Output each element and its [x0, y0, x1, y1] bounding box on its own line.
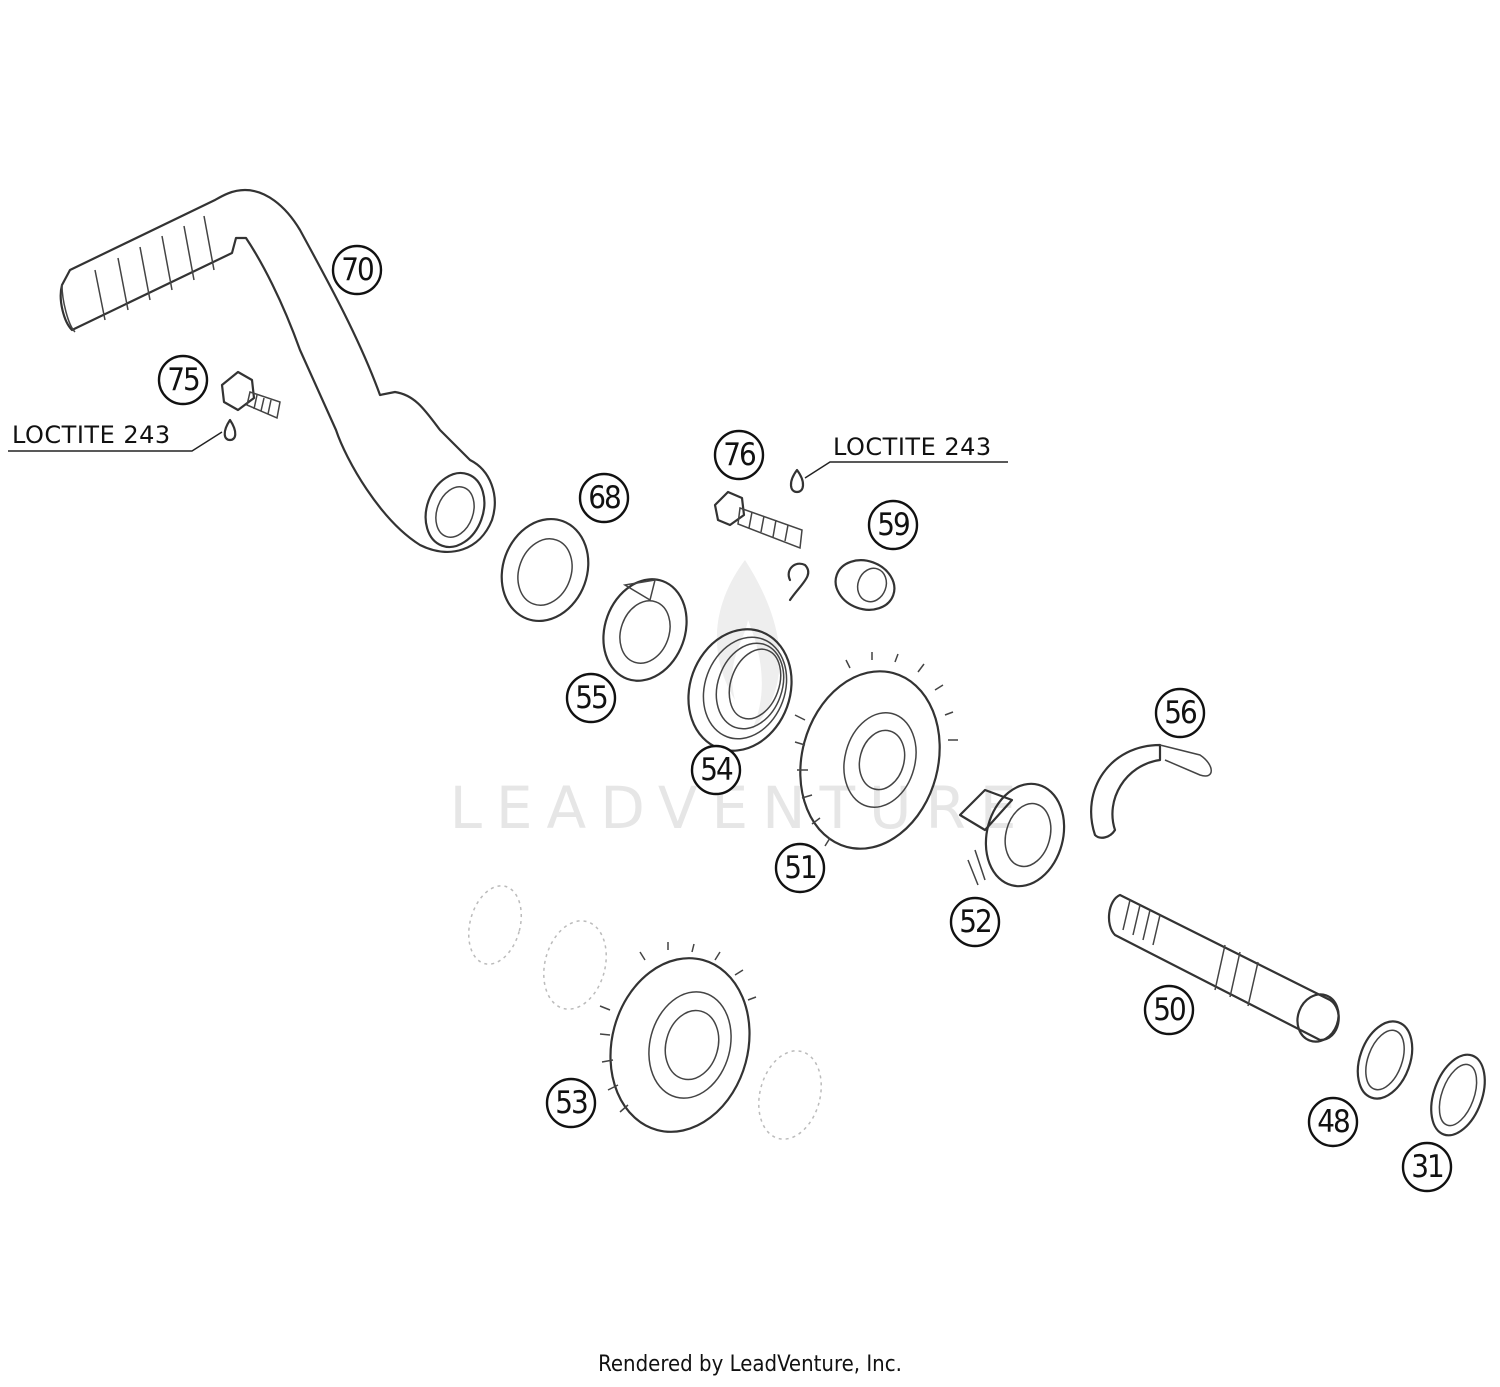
gear-53: [599, 942, 757, 1133]
bolt-76: [713, 468, 805, 550]
callout-31: 31: [1401, 1141, 1453, 1193]
shaft-50: [1107, 893, 1340, 1043]
callout-75-text: 75: [167, 362, 199, 398]
ring-48: [1356, 1020, 1414, 1100]
washer-31: [1430, 1053, 1486, 1137]
callout-70-text: 70: [341, 252, 373, 288]
callout-31-text: 31: [1411, 1149, 1443, 1185]
callout-54: 54: [690, 744, 742, 796]
callout-68: 68: [578, 472, 630, 524]
loctite-note-right: LOCTITE 243: [804, 433, 1008, 479]
callout-68-text: 68: [588, 480, 620, 516]
callout-56-text: 56: [1164, 695, 1196, 731]
callout-53-text: 53: [555, 1085, 587, 1121]
callout-55: 55: [565, 672, 617, 724]
guide-55: [602, 578, 688, 682]
watermark: LEADVENTURE: [450, 560, 1031, 842]
callout-55-text: 55: [575, 680, 607, 716]
callout-54-text: 54: [700, 752, 733, 788]
gear-51: [794, 652, 958, 850]
loctite-note-left-text: LOCTITE 243: [12, 421, 171, 449]
clip-56: [1090, 743, 1212, 839]
watermark-text: LEADVENTURE: [450, 774, 1031, 842]
loctite-note-left: LOCTITE 243: [8, 421, 223, 452]
callout-53: 53: [545, 1077, 597, 1129]
callout-50-text: 50: [1153, 992, 1185, 1028]
ghost-parts: [467, 885, 822, 1140]
footer-credit: Rendered by LeadVenture, Inc.: [598, 1352, 902, 1377]
callout-59-text: 59: [877, 507, 909, 543]
bolt-75: [220, 370, 281, 442]
callout-56: 56: [1154, 687, 1206, 739]
bushing-59: [834, 559, 896, 611]
washer-68: [500, 517, 590, 623]
ratchet-52: [958, 782, 1066, 888]
callout-52-text: 52: [959, 904, 990, 940]
callout-52: 52: [949, 896, 1001, 948]
kickstart-lever: [59, 188, 496, 553]
callout-50: 50: [1143, 984, 1195, 1036]
callout-70: 70: [331, 244, 383, 296]
callout-75: 75: [157, 354, 209, 406]
callout-48-text: 48: [1317, 1104, 1349, 1140]
callout-59: 59: [867, 499, 919, 551]
callout-76-text: 76: [723, 437, 755, 473]
callout-48: 48: [1307, 1096, 1359, 1148]
callout-76: 76: [713, 429, 765, 481]
loctite-note-right-text: LOCTITE 243: [833, 433, 992, 461]
callout-51: 51: [774, 842, 826, 894]
callout-51-text: 51: [784, 850, 816, 886]
